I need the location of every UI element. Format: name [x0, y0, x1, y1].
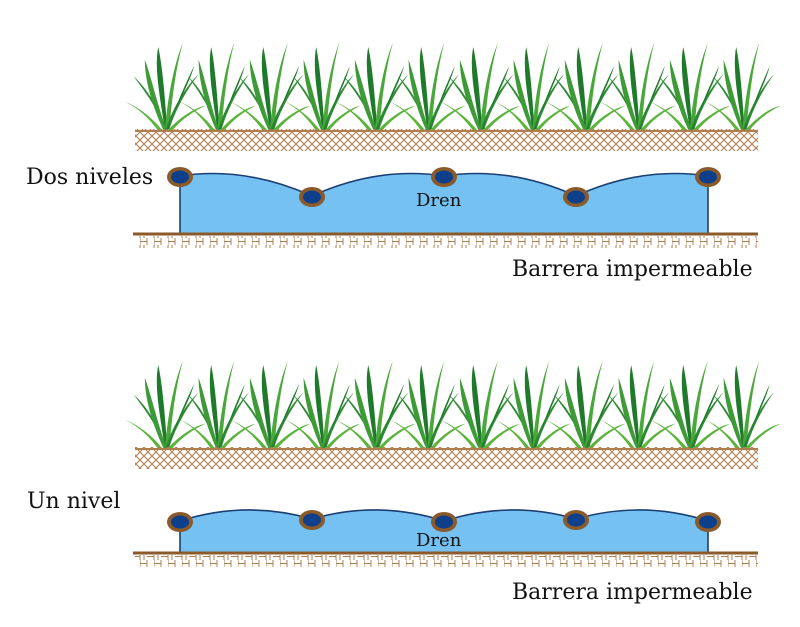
drain-pipe-icon — [167, 512, 193, 532]
grass-tuft-icon — [334, 360, 416, 449]
drain-pipe-icon — [431, 512, 457, 532]
grass-tuft-icon — [334, 42, 416, 131]
grass-tuft-icon — [704, 360, 781, 449]
grass-tuft-icon — [439, 42, 521, 131]
barrier-label: Barrera impermeable — [512, 257, 753, 282]
soil-layer — [135, 129, 758, 151]
soil-layer — [135, 447, 758, 469]
grass-tuft-icon — [599, 42, 676, 131]
grass-tuft-icon — [544, 42, 626, 131]
grass-tuft-icon — [704, 42, 781, 131]
grass-tuft-icon — [389, 42, 466, 131]
drain-pipe-icon — [431, 167, 457, 187]
barrier-layer — [135, 236, 758, 248]
diagram-two-levels: Dos niveles Dren Barrera impermeable — [26, 42, 781, 282]
drain-pipe-icon — [167, 167, 193, 187]
grass-tuft-icon — [179, 360, 256, 449]
grass-tuft-icon — [124, 42, 206, 131]
drain-pipe-icon — [563, 187, 589, 207]
drain-pipe-icon — [299, 510, 325, 530]
drain-label: Dren — [416, 190, 462, 211]
grass-tuft-icon — [284, 360, 361, 449]
grass-tuft-icon — [494, 42, 571, 131]
drain-label: Dren — [416, 530, 462, 551]
grass-tuft-icon — [179, 42, 256, 131]
grass-tuft-icon — [599, 360, 676, 449]
grass-row — [124, 360, 781, 449]
diagram-label: Dos niveles — [26, 165, 153, 190]
grass-tuft-icon — [389, 360, 466, 449]
grass-tuft-icon — [124, 360, 206, 449]
grass-tuft-icon — [649, 42, 731, 131]
grass-tuft-icon — [544, 360, 626, 449]
grass-tuft-icon — [649, 360, 731, 449]
drain-pipe-icon — [563, 510, 589, 530]
diagram-one-level: Un nivel Dren Barrera impermeable — [27, 360, 781, 605]
diagram-label: Un nivel — [27, 489, 120, 514]
barrier-label: Barrera impermeable — [512, 580, 753, 605]
drain-pipe-icon — [695, 167, 721, 187]
drain-pipe-icon — [299, 187, 325, 207]
drain-pipe-icon — [695, 512, 721, 532]
grass-tuft-icon — [284, 42, 361, 131]
grass-tuft-icon — [439, 360, 521, 449]
barrier-layer — [135, 555, 758, 567]
grass-tuft-icon — [229, 360, 311, 449]
grass-tuft-icon — [229, 42, 311, 131]
grass-tuft-icon — [494, 360, 571, 449]
grass-row — [124, 42, 781, 131]
